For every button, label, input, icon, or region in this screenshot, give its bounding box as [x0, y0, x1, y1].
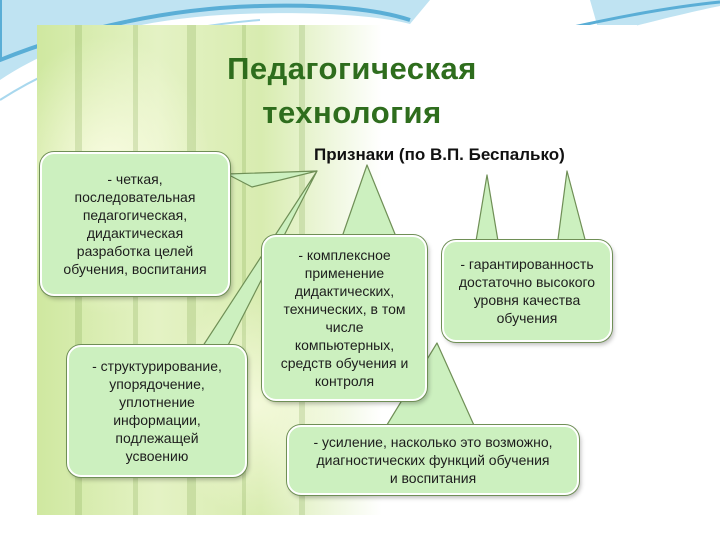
feature-box-diagnostic-functions: - усиление, насколько это возможно, диаг… [287, 425, 579, 495]
feature-text: - усиление, насколько это возможно, диаг… [313, 434, 553, 486]
callout-pointer [556, 170, 588, 248]
feature-text: - комплексное применение дидактических, … [280, 247, 409, 389]
callout-pointer [341, 164, 398, 240]
feature-text: - структурирование, упорядочение, уплотн… [92, 358, 222, 464]
feature-box-complex-application: - комплексное применение дидактических, … [262, 235, 427, 401]
callout-pointer [474, 174, 500, 248]
feature-box-quality-guarantee: - гарантированность достаточно высокого … [442, 240, 612, 342]
callout-pointer [226, 170, 318, 188]
feature-box-structuring: - структурирование, упорядочение, уплотн… [67, 345, 247, 477]
feature-box-clear-development: - четкая, последовательная педагогическа… [40, 152, 230, 296]
feature-text: - четкая, последовательная педагогическа… [63, 171, 207, 277]
page-title: Педагогическая технология [227, 51, 477, 130]
callout-connectors [196, 164, 588, 434]
slide: Педагогическая технология Признаки (по В… [37, 25, 637, 515]
feature-text: - гарантированность достаточно высокого … [458, 256, 596, 326]
diagram-subtitle: Признаки (по В.П. Беспалько) [314, 145, 565, 164]
